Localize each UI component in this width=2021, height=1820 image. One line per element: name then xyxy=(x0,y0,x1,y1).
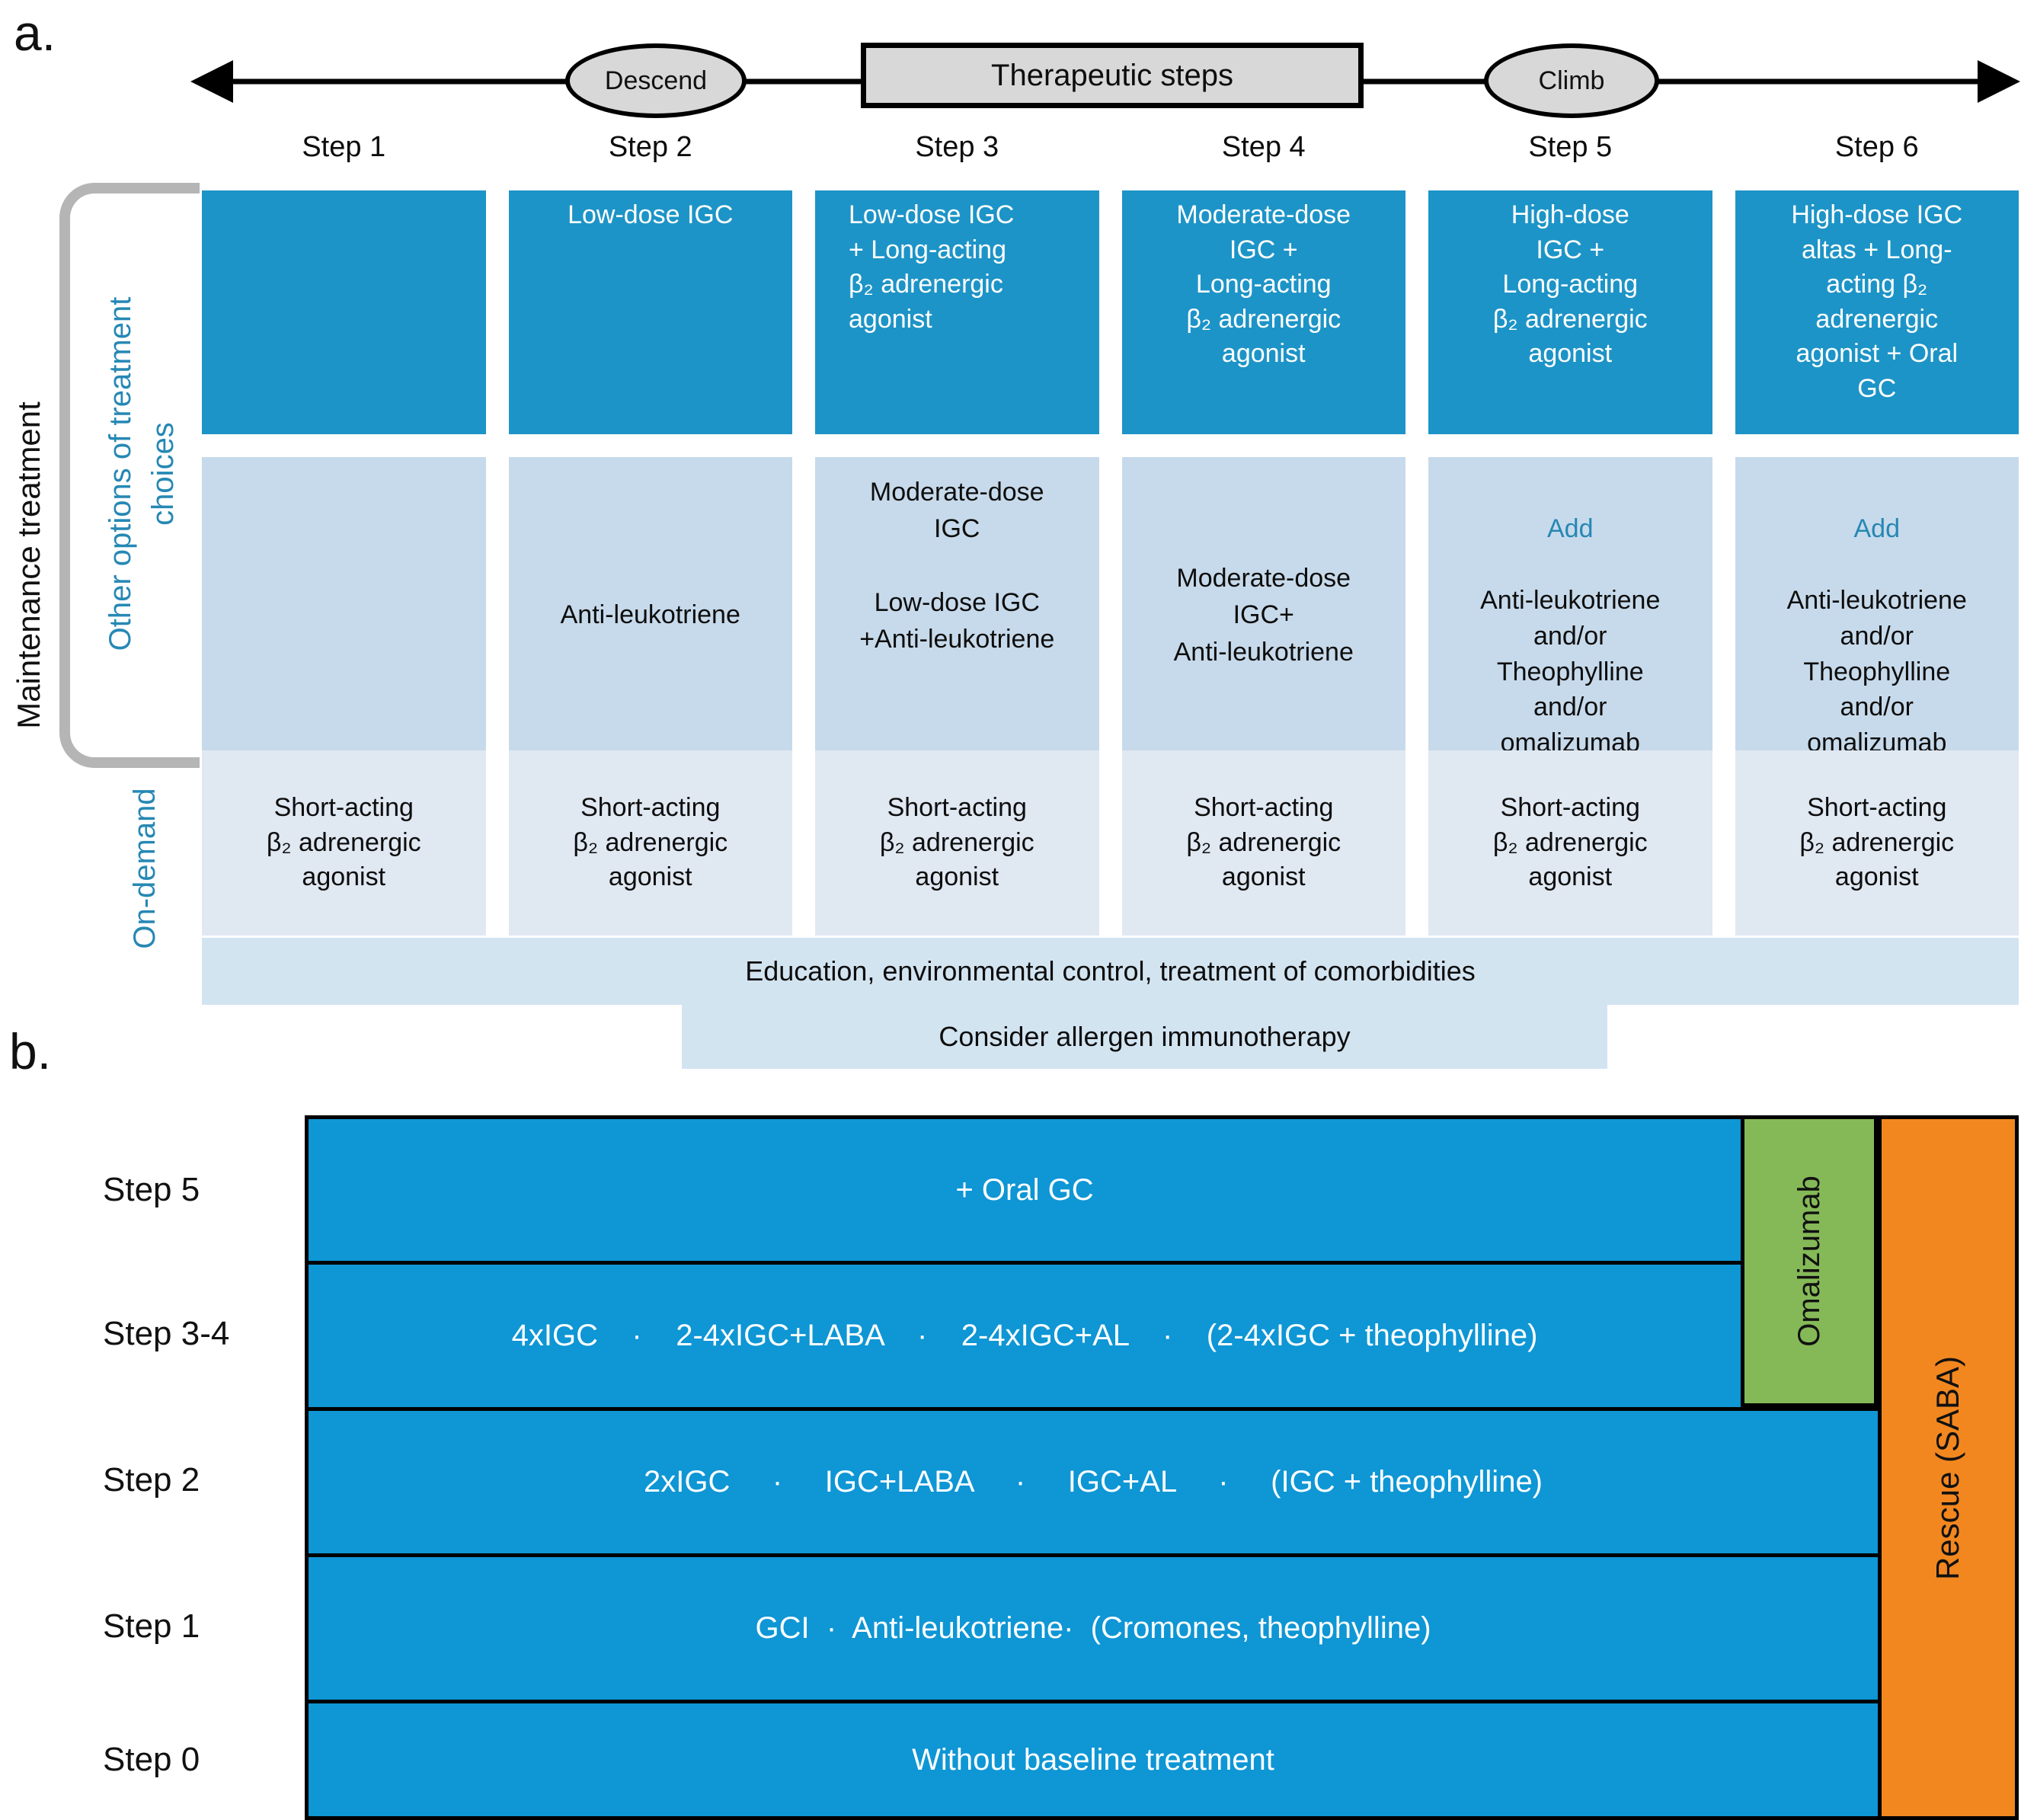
rescue-saba-column: Rescue (SABA) xyxy=(1878,1119,2015,1816)
step-6-header: Step 6 xyxy=(1834,131,1919,163)
step-2-header: Step 2 xyxy=(608,131,692,163)
step1-other-cell xyxy=(202,457,486,774)
step6-saba-cell: Short-acting β₂ adrenergic agonist xyxy=(1735,750,2019,936)
b-row-step1: GCI · Anti-leukotriene· (Cromones, theop… xyxy=(309,1553,1878,1700)
step6-other-text: Anti-leukotriene and/or Theophylline and… xyxy=(1786,585,1967,758)
step-5-header: Step 5 xyxy=(1528,131,1613,163)
step3-other-cell: Moderate-dose IGC Low-dose IGC +Anti-leu… xyxy=(815,457,1099,774)
panel-b-label: b. xyxy=(9,1023,52,1080)
step6-add-word: Add xyxy=(1853,513,1901,543)
climb-ellipse: Climb xyxy=(1484,43,1659,118)
step-4-header: Step 4 xyxy=(1221,131,1306,163)
step5-other-cell: Add Anti-leukotriene and/or Theophylline… xyxy=(1428,457,1712,774)
step5-other-text: Anti-leukotriene and/or Theophylline and… xyxy=(1480,585,1661,758)
step2-saba-cell: Short-acting β₂ adrenergic agonist xyxy=(508,750,792,936)
step-pyramid-box: + Oral GC 4xIGC · 2-4xIGC+LABA · 2-4xIGC… xyxy=(305,1115,2019,1820)
immunotherapy-band-text: Consider allergen immunotherapy xyxy=(939,1021,1351,1052)
b-row-step2: 2xIGC · IGC+LABA · IGC+AL · (IGC + theop… xyxy=(309,1407,1878,1553)
omalizumab-label: Omalizumab xyxy=(1792,1175,1826,1347)
step-3-header: Step 3 xyxy=(915,131,999,163)
row-on-demand: Short-acting β₂ adrenergic agonist Short… xyxy=(202,750,2019,936)
b-row-step0: Without baseline treatment xyxy=(309,1700,1878,1816)
omalizumab-column: Omalizumab xyxy=(1741,1119,1878,1407)
panel-a-label: a. xyxy=(14,5,56,61)
step5-preferred-cell: High-dose IGC + Long-acting β₂ adrenergi… xyxy=(1428,190,1712,434)
maintenance-treatment-label: Maintenance treatment xyxy=(11,401,46,729)
maintenance-bracket xyxy=(59,183,200,768)
step4-preferred-cell: Moderate-dose IGC + Long-acting β₂ adren… xyxy=(1121,190,1405,434)
step4-other-cell: Moderate-dose IGC+ Anti-leukotriene xyxy=(1121,457,1405,774)
b-row-step34: 4xIGC · 2-4xIGC+LABA · 2-4xIGC+AL · (2-4… xyxy=(309,1261,1878,1407)
step2-other-cell: Anti-leukotriene xyxy=(508,457,792,774)
step1-preferred-cell xyxy=(202,190,486,434)
b-step1-label: Step 1 xyxy=(103,1607,200,1645)
education-band: Education, environmental control, treatm… xyxy=(202,938,2019,1005)
step5-saba-cell: Short-acting β₂ adrenergic agonist xyxy=(1428,750,1712,936)
step3-preferred-cell: Low-dose IGC + Long-acting β₂ adrenergic… xyxy=(815,190,1099,434)
row-preferred-treatment: Low-dose IGC Low-dose IGC + Long-acting … xyxy=(202,190,2019,434)
other-options-label: Other options of treatment choices xyxy=(104,296,180,651)
b-step0-label: Step 0 xyxy=(103,1741,200,1778)
descend-ellipse: Descend xyxy=(565,43,747,118)
therapeutic-steps-box: Therapeutic steps xyxy=(861,43,1364,108)
b-step34-label: Step 3-4 xyxy=(103,1315,230,1352)
on-demand-label: On-demand xyxy=(128,788,161,949)
step-header-row: Step 1 Step 2 Step 3 Step 4 Step 5 Step … xyxy=(202,131,2019,164)
climb-label: Climb xyxy=(1538,66,1605,95)
b-step2-label: Step 2 xyxy=(103,1461,200,1499)
education-band-text: Education, environmental control, treatm… xyxy=(745,955,1476,987)
step2-preferred-cell: Low-dose IGC xyxy=(508,190,792,434)
step4-saba-cell: Short-acting β₂ adrenergic agonist xyxy=(1121,750,1405,936)
b-step5-label: Step 5 xyxy=(103,1171,200,1208)
descend-label: Descend xyxy=(604,66,708,95)
step6-preferred-cell: High-dose IGC altas + Long- acting β₂ ad… xyxy=(1735,190,2019,434)
step-1-header: Step 1 xyxy=(302,131,386,163)
row-other-options: Anti-leukotriene Moderate-dose IGC Low-d… xyxy=(202,457,2019,774)
therapeutic-steps-label: Therapeutic steps xyxy=(991,58,1233,92)
rescue-saba-label: Rescue (SABA) xyxy=(1930,1355,1966,1580)
step3-saba-cell: Short-acting β₂ adrenergic agonist xyxy=(815,750,1099,936)
b-row-step5: + Oral GC xyxy=(309,1119,1878,1261)
step6-other-cell: Add Anti-leukotriene and/or Theophylline… xyxy=(1735,457,2019,774)
immunotherapy-band: Consider allergen immunotherapy xyxy=(682,1005,1607,1069)
step5-add-word: Add xyxy=(1547,513,1594,543)
step1-saba-cell: Short-acting β₂ adrenergic agonist xyxy=(202,750,486,936)
